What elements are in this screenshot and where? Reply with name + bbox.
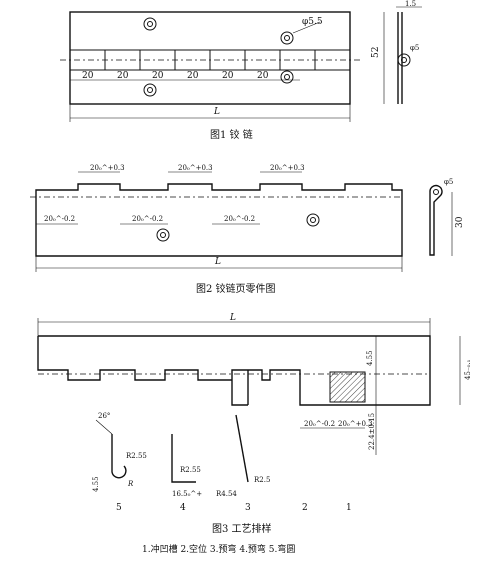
length-label: L <box>214 257 221 267</box>
notch-depth-label: 4.55 <box>366 350 374 366</box>
mounting-hole <box>280 70 294 84</box>
knuckle-dia-label: φ5 <box>444 178 453 186</box>
radius-label: R2.55 <box>180 466 201 474</box>
radius-label: R4.54 <box>216 490 237 498</box>
slot-dim-label: 20₀^+0.3 <box>338 420 373 428</box>
figure-3-caption: 图3 工艺排样 <box>212 522 272 535</box>
tolerance-label: 20₀^-0.2 <box>132 215 163 223</box>
knuckle-section <box>397 53 411 67</box>
figure-2-caption: 图2 铰链页零件图 <box>196 282 276 295</box>
tolerance-label: 20₀^+0.3 <box>90 164 125 172</box>
mounting-hole <box>306 213 320 227</box>
pitch-label: 20 <box>222 71 234 81</box>
length-label: L <box>213 107 220 117</box>
pitch-label: 20 <box>152 71 164 81</box>
length-label: L <box>229 313 236 323</box>
figure-2-leaf: 20₀^+0.3 20₀^+0.3 20₀^+0.3 20₀^-0.2 20₀^… <box>30 164 465 295</box>
width-label: 16.5₀^+ <box>172 490 202 498</box>
mounting-hole <box>143 17 157 31</box>
pitch-label: 20 <box>117 71 129 81</box>
mounting-hole <box>156 228 170 242</box>
strip-outline <box>37 335 431 406</box>
leaf-outline <box>35 183 403 257</box>
notch-hatch <box>329 371 366 403</box>
step-3-profile <box>235 414 249 483</box>
angle-label: 26° <box>98 412 110 420</box>
height-label: 4.55 <box>92 476 100 492</box>
tolerance-label: 20₀^+0.3 <box>178 164 213 172</box>
hinge-outline <box>69 11 351 105</box>
slot-dim-label: 20₀^-0.2 <box>304 420 335 428</box>
step-label: 2 <box>302 503 308 513</box>
knuckle-dia-label: φ5 <box>410 44 419 52</box>
tolerance-label: 20₀^-0.2 <box>44 215 75 223</box>
mounting-hole <box>143 83 157 97</box>
height-label: 52 <box>371 47 381 58</box>
step-label: 4 <box>180 503 186 513</box>
hole-diameter-label: φ5.5 <box>302 17 323 27</box>
pitch-label: 20 <box>187 71 199 81</box>
step-label: 1 <box>346 503 352 513</box>
offset-label: 22.4±0.15 <box>368 413 376 450</box>
radius-label: R <box>127 480 134 488</box>
step-4-profile <box>171 434 196 483</box>
leaf-side-view <box>429 184 443 256</box>
height-label: 30 <box>455 216 465 228</box>
offset-label: 1.5 <box>405 0 416 8</box>
step-label: 3 <box>245 503 251 513</box>
radius-label: R2.5 <box>254 476 270 484</box>
strip-width-label: 45₋₀.₁ <box>464 359 472 380</box>
pitch-label: 20 <box>82 71 94 81</box>
figure-3-legend: 1.冲凹槽 2.空位 3.预弯 4.预弯 5.弯圆 <box>142 543 295 555</box>
figure-1-caption: 图1 铰 链 <box>210 128 253 141</box>
radius-label: R2.55 <box>126 452 147 460</box>
step-label: 5 <box>116 503 122 513</box>
figure-3-layout: L 4.55 45₋₀.₁ 22.4±0.15 20₀^-0.2 20₀^+0.… <box>37 313 472 555</box>
figure-1-hinge: φ5.5 20 20 20 20 20 20 L 52 1.5 φ5 图1 铰 … <box>60 0 422 141</box>
tolerance-label: 20₀^+0.3 <box>270 164 305 172</box>
pitch-label: 20 <box>257 71 269 81</box>
tolerance-label: 20₀^-0.2 <box>224 215 255 223</box>
mounting-hole <box>280 31 294 45</box>
step-5-profile <box>111 434 127 479</box>
